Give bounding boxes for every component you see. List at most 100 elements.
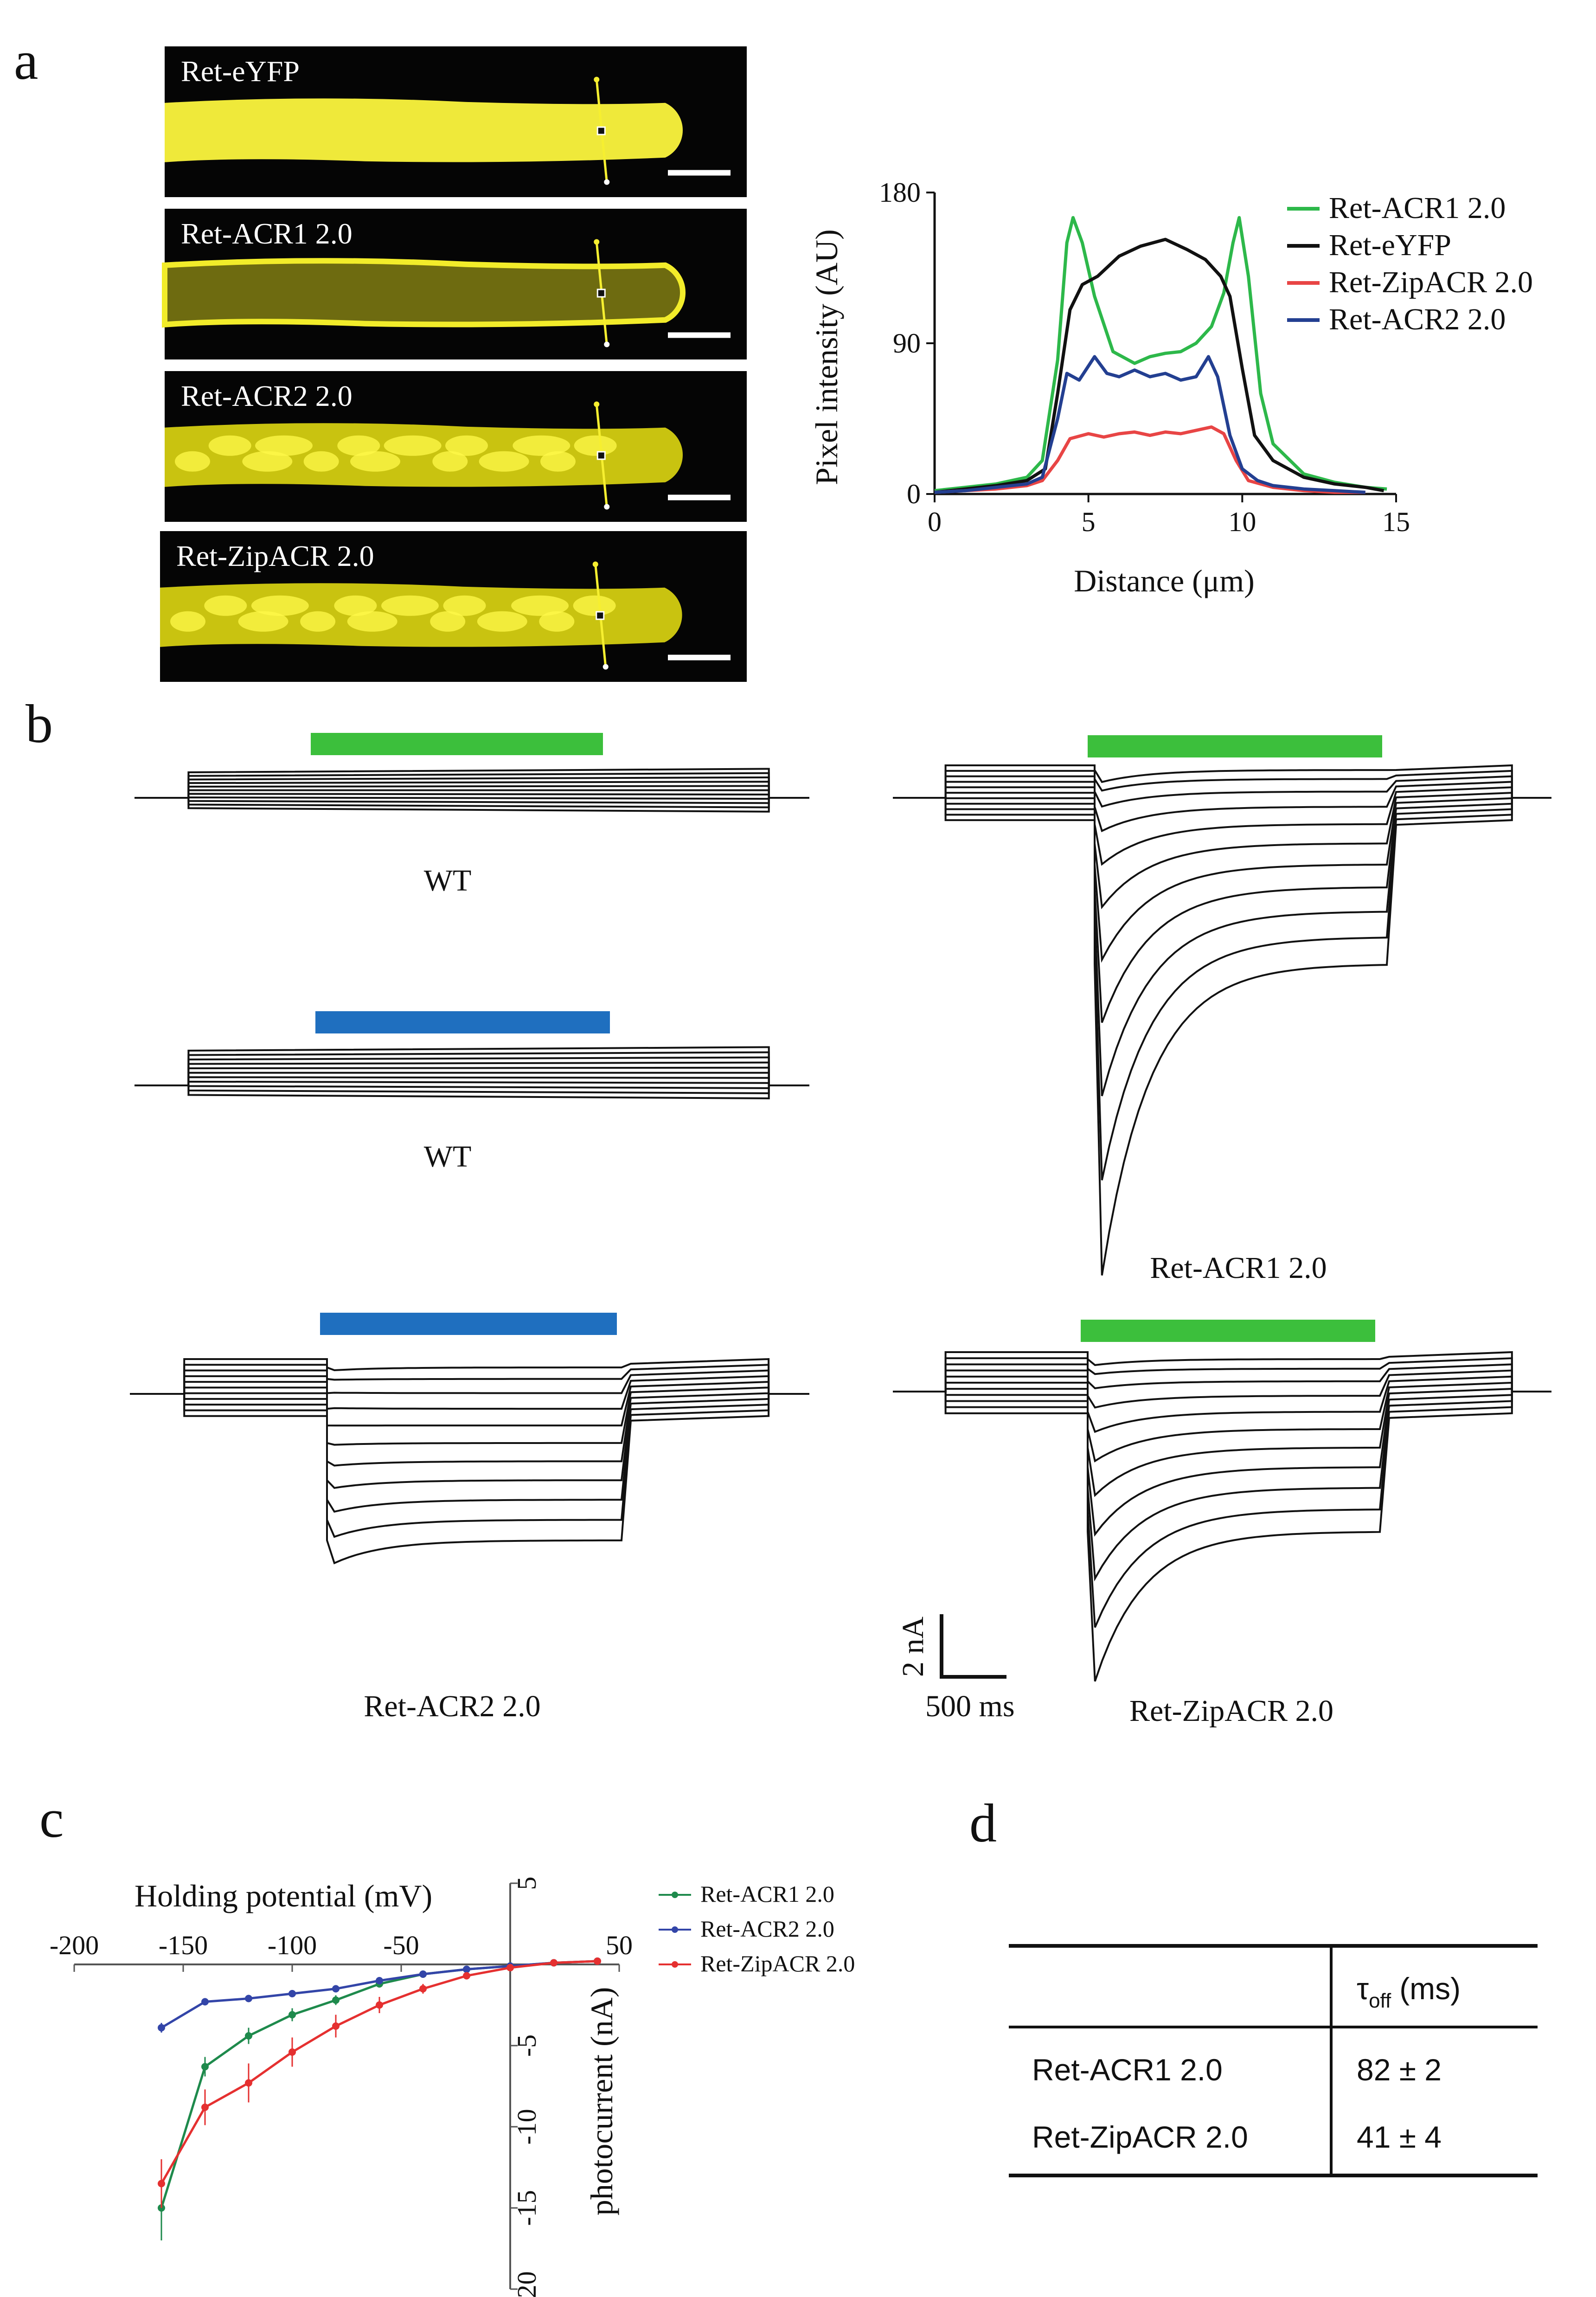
iv-x-tick-label: -100 — [268, 1930, 317, 1960]
iv-x-axis-label: Holding potential (mV) — [135, 1878, 432, 1913]
scale-bar-time: 500 ms — [925, 1689, 1015, 1723]
current-sweep — [135, 796, 809, 800]
iv-x-tick-label: -150 — [159, 1930, 208, 1960]
trace-set: Ret-ACR1 2.0 — [893, 735, 1551, 1285]
iv-data-point — [332, 2022, 340, 2030]
iv-legend-label: Ret-ACR2 2.0 — [700, 1916, 834, 1942]
table-row-name: Ret-ZipACR 2.0 — [1032, 2120, 1248, 2154]
fluorescent-patch — [539, 611, 575, 632]
current-sweep — [893, 1375, 1551, 1433]
iv-y-tick-label: -20 — [512, 2271, 542, 2297]
profile-y-tick-label: 0 — [907, 479, 921, 509]
fluorescent-patch — [170, 611, 205, 632]
iv-x-tick-label: -50 — [383, 1930, 419, 1960]
tau-symbol: τ — [1357, 1971, 1369, 2006]
fluorescent-patch — [477, 611, 527, 632]
micrograph: Ret-ZipACR 2.0 — [160, 531, 747, 682]
iv-y-tick-label: -15 — [512, 2190, 542, 2226]
micrograph-label: Ret-eYFP — [181, 55, 300, 88]
current-sweep — [893, 1391, 1551, 1628]
profile-series-line — [934, 237, 1384, 494]
fluorescent-patch — [573, 595, 616, 616]
micrograph-scale-bar — [668, 332, 731, 338]
iv-data-point — [158, 2024, 165, 2032]
micrograph-label: Ret-ZipACR 2.0 — [176, 539, 374, 572]
line-scan-center — [596, 611, 605, 620]
trace-set: Ret-ZipACR 2.0 — [893, 1320, 1551, 1728]
iv-series-line — [160, 1960, 598, 2029]
line-scan-endpoint — [594, 239, 600, 245]
fluorescent-patch — [540, 451, 576, 472]
fluorescent-patch — [445, 435, 488, 456]
line-scan-endpoint — [603, 664, 609, 670]
current-sweep — [893, 1351, 1551, 1392]
fluorescent-patch — [242, 451, 293, 472]
iv-series-line — [160, 1960, 598, 2184]
iv-data-point — [550, 1959, 558, 1967]
profile-y-tick-label: 180 — [879, 177, 921, 208]
iv-legend-marker — [672, 1926, 678, 1933]
trace-label: Ret-ACR1 2.0 — [1150, 1251, 1327, 1285]
fluorescent-patch — [350, 451, 400, 472]
current-sweep — [130, 1393, 809, 1489]
current-sweep — [130, 1393, 809, 1513]
profile-series-line — [934, 355, 1365, 494]
iv-data-point — [245, 2079, 252, 2087]
profile-y-tick-label: 90 — [893, 328, 921, 359]
fluorescent-patch — [384, 435, 442, 456]
iv-x-tick-label: -200 — [50, 1930, 99, 1960]
micrograph-scale-bar — [668, 494, 731, 500]
iv-data-point — [201, 2063, 209, 2071]
fluorescent-patch — [347, 611, 397, 632]
iv-data-point — [463, 1972, 470, 1980]
fluorescent-patch — [175, 451, 210, 472]
panel-letter-a: a — [14, 30, 38, 91]
trace-set: WT — [135, 733, 809, 898]
iv-legend-label: Ret-ZipACR 2.0 — [700, 1951, 855, 1976]
iv-data-point — [245, 2032, 252, 2040]
fluorescent-patch — [208, 435, 251, 456]
trace-label: WT — [424, 864, 472, 898]
current-sweep — [135, 1080, 809, 1086]
profile-legend-label: Ret-ACR1 2.0 — [1329, 191, 1506, 225]
iv-data-point — [506, 1964, 514, 1971]
current-sweep — [893, 1381, 1551, 1463]
trace-label: WT — [424, 1140, 472, 1174]
fluorescent-patch — [479, 451, 529, 472]
current-sweep — [130, 1393, 809, 1565]
line-scan-center — [596, 451, 606, 460]
tau-off-table: τoff(ms) Ret-ACR1 2.0 82 ± 2 Ret-ZipACR … — [1009, 1944, 1538, 2177]
current-sweep — [893, 1391, 1551, 1537]
current-sweep — [130, 1375, 809, 1410]
micrograph-scale-bar — [668, 654, 731, 661]
micrograph-scale-bar — [668, 170, 731, 176]
light-pulse-bar — [315, 1011, 610, 1033]
iv-data-point — [288, 1990, 296, 1997]
fluorescent-patch — [238, 611, 288, 632]
current-sweep — [130, 1369, 809, 1395]
current-sweep — [893, 775, 1551, 808]
profile-x-tick-label: 0 — [928, 507, 942, 537]
panel-letter-c: c — [39, 1788, 64, 1849]
current-sweep — [893, 1391, 1551, 1582]
panel-letter-d: d — [969, 1793, 997, 1854]
fluorescent-patch — [511, 595, 569, 616]
current-sweep — [893, 1388, 1551, 1497]
current-sweep — [130, 1364, 809, 1395]
iv-data-point — [332, 1985, 340, 1993]
iv-data-point — [376, 1977, 383, 1984]
iv-data-point — [594, 1957, 601, 1965]
iv-y-tick-label: -5 — [512, 2034, 542, 2057]
tau-subscript: off — [1369, 1989, 1391, 2012]
fluorescent-patch — [334, 595, 377, 616]
iv-legend-label: Ret-ACR1 2.0 — [700, 1881, 834, 1907]
line-scan-center — [596, 126, 606, 135]
profile-y-axis-label: Pixel intensity (AU) — [809, 229, 844, 485]
micrograph: Ret-ACR1 2.0 — [162, 209, 747, 359]
current-sweep — [893, 764, 1551, 799]
fluorescent-patch — [430, 611, 466, 632]
